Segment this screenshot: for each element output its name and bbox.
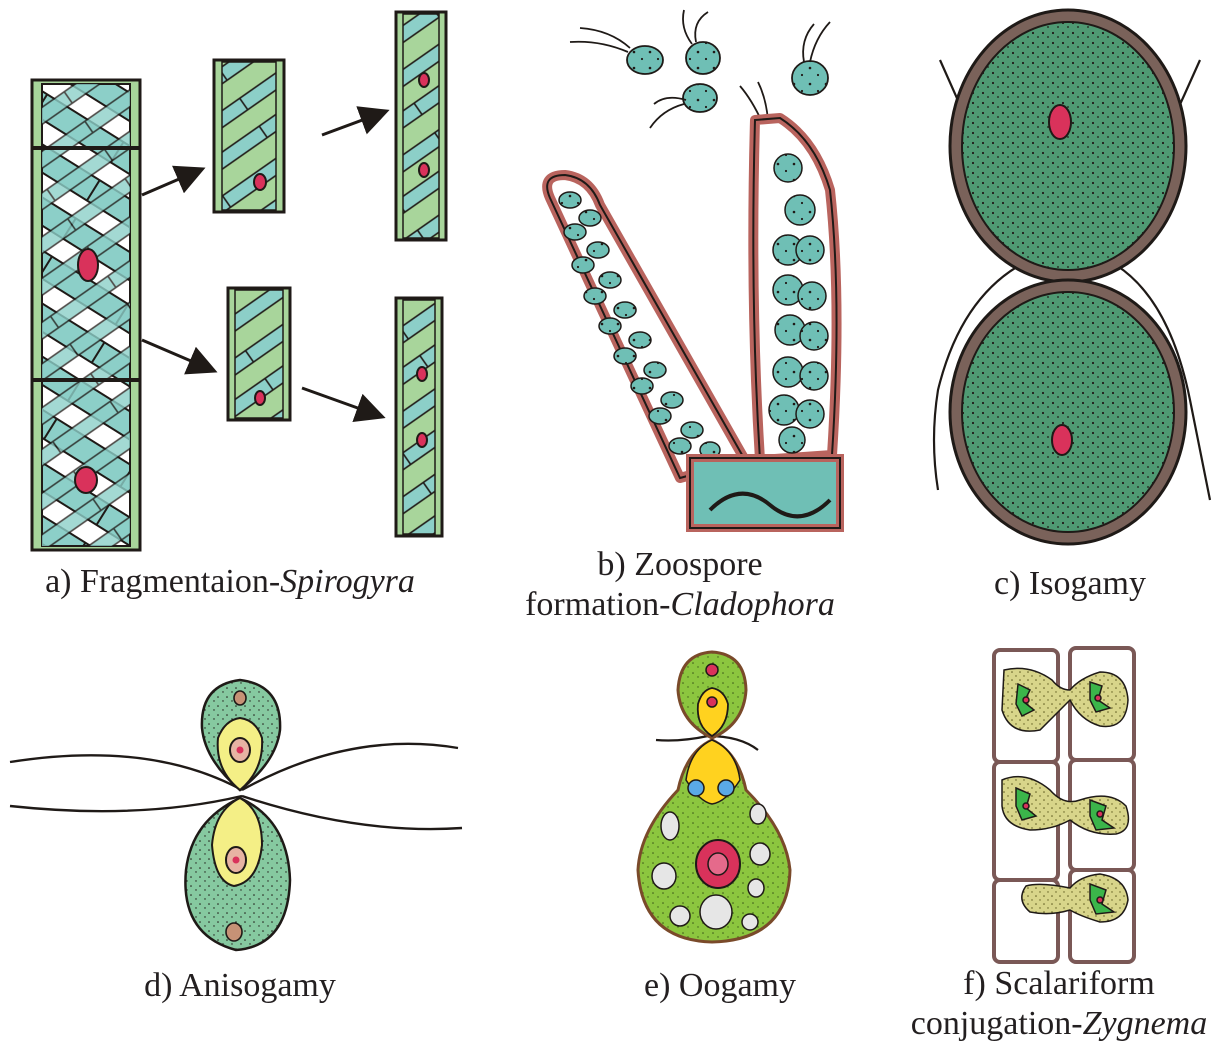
caption-text: formation-	[525, 586, 670, 623]
caption-e: e) Oogamy	[600, 966, 840, 1006]
lower-isogamete	[950, 280, 1186, 544]
zygnema-illustration	[930, 630, 1219, 960]
egg-cell	[638, 740, 790, 942]
caption-text: a) Fragmentaion-	[45, 563, 280, 600]
panel-a-fragmentation: a) Fragmentaion-Spirogyra	[0, 0, 470, 620]
lower-anisogamete	[185, 798, 290, 950]
main-filament	[32, 80, 140, 550]
fragment-top-right	[396, 12, 446, 240]
caption-text: conjugation-	[911, 1005, 1083, 1042]
caption-italic-text: Spirogyra	[280, 563, 415, 600]
caption-text: e) Oogamy	[644, 967, 796, 1004]
upper-anisogamete	[202, 680, 280, 790]
panel-d-anisogamy: d) Anisogamy	[0, 650, 470, 1046]
caption-line-1: b) Zoospore	[510, 545, 850, 585]
caption-line-2: conjugation-Zygnema	[900, 1004, 1218, 1044]
nucleus	[75, 467, 97, 493]
left-sporangium	[547, 175, 745, 478]
oogamy-illustration	[560, 640, 880, 960]
cladophora-illustration	[470, 0, 890, 540]
caption-text: c) Isogamy	[994, 565, 1146, 602]
nucleus	[1052, 425, 1072, 455]
panel-b-zoospore-formation: b) Zoospore formation-Cladophora	[470, 0, 890, 650]
panel-f-scalariform-conjugation: f) Scalariform conjugation-Zygnema	[930, 630, 1219, 1046]
anisogamy-illustration	[0, 650, 470, 970]
caption-text: d) Anisogamy	[144, 967, 336, 1004]
sperm-cell	[678, 652, 746, 738]
upper-isogamete	[950, 10, 1186, 282]
basal-cell	[690, 458, 840, 528]
arrow	[322, 112, 384, 135]
caption-text: f) Scalariform	[963, 965, 1155, 1002]
fragment-top-middle	[214, 60, 284, 212]
right-sporangium	[753, 118, 836, 460]
caption-line-2: formation-Cladophora	[510, 585, 850, 625]
caption-a: a) Fragmentaion-Spirogyra	[20, 562, 440, 602]
fragment-bottom-right	[396, 298, 442, 536]
arrow	[142, 340, 212, 370]
protoplasts	[1002, 668, 1128, 922]
fragment-bottom-middle	[228, 288, 290, 420]
caption-line-1: f) Scalariform	[900, 964, 1218, 1004]
caption-b: b) Zoospore formation-Cladophora	[510, 545, 850, 625]
nucleus	[78, 249, 98, 281]
nucleus	[1049, 105, 1071, 139]
spirogyra-illustration	[0, 0, 470, 560]
caption-italic-text: Zygnema	[1083, 1005, 1208, 1042]
caption-text: b) Zoospore	[597, 546, 762, 583]
arrow	[302, 388, 380, 416]
isogamy-illustration	[920, 0, 1219, 560]
arrow	[142, 170, 200, 195]
caption-c: c) Isogamy	[970, 564, 1170, 604]
panel-e-oogamy: e) Oogamy	[560, 640, 880, 1046]
caption-italic-text: Cladophora	[671, 586, 835, 623]
caption-f: f) Scalariform conjugation-Zygnema	[900, 964, 1218, 1044]
caption-d: d) Anisogamy	[120, 966, 360, 1006]
panel-c-isogamy: c) Isogamy	[920, 0, 1219, 620]
